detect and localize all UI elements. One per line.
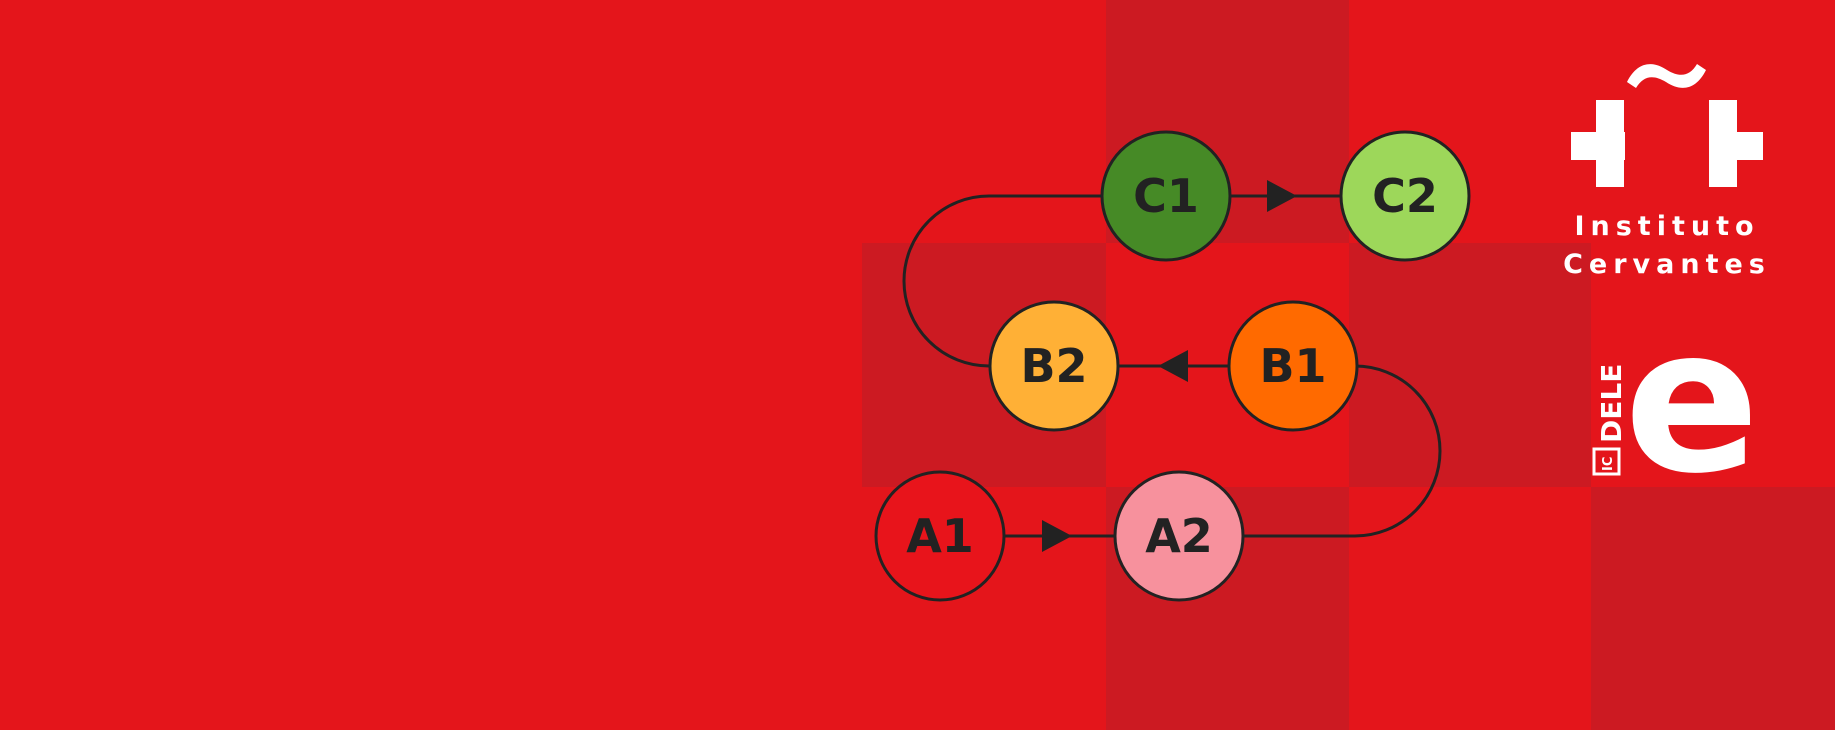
level-b1-circle	[1227, 300, 1359, 432]
arrow-left-icon	[1158, 350, 1188, 382]
ic-badge-box	[1592, 447, 1621, 476]
level-b2-circle	[988, 300, 1120, 432]
tilde-icon	[1627, 64, 1706, 88]
logo-post-left	[1596, 100, 1624, 187]
level-a1: A1	[874, 470, 1006, 602]
level-b1-label: B1	[1259, 339, 1326, 393]
level-c2: C2	[1339, 130, 1471, 262]
level-c1: C1	[1100, 130, 1232, 262]
level-b2-label: B2	[1020, 339, 1087, 393]
level-c1-label: C1	[1133, 169, 1199, 223]
level-b2: B2	[988, 300, 1120, 432]
checker-tile	[1349, 243, 1591, 487]
level-a2-label: A2	[1145, 509, 1213, 563]
logo-bar-right	[1709, 132, 1763, 160]
arrow-right-icon	[1267, 180, 1297, 212]
brand-line-2: Cervantes	[1563, 249, 1771, 280]
level-a1-circle	[874, 470, 1006, 602]
checker-pattern	[862, 0, 1835, 730]
level-c2-circle	[1339, 130, 1471, 262]
level-a2: A2	[1113, 470, 1245, 602]
level-c2-label: C2	[1372, 169, 1438, 223]
level-a2-circle	[1113, 470, 1245, 602]
connector-b2-c1	[902, 194, 1101, 368]
arrow-right-icon	[1042, 520, 1072, 552]
level-b1: B1	[1227, 300, 1359, 432]
level-c1-circle	[1100, 130, 1232, 262]
connector-a2-b1	[1244, 364, 1442, 538]
dele-vertical-text: DELE	[1595, 364, 1628, 443]
brand-line-1: Instituto	[1574, 211, 1759, 242]
checker-tile	[1591, 487, 1835, 730]
dele-e-letter: e	[1624, 285, 1760, 518]
dele-logo: DELE IC e	[1592, 285, 1760, 518]
arrowheads	[1042, 180, 1297, 552]
ic-badge-text: IC	[1601, 457, 1616, 471]
level-a1-label: A1	[906, 509, 974, 563]
instituto-cervantes-logo-icon	[1571, 64, 1763, 187]
